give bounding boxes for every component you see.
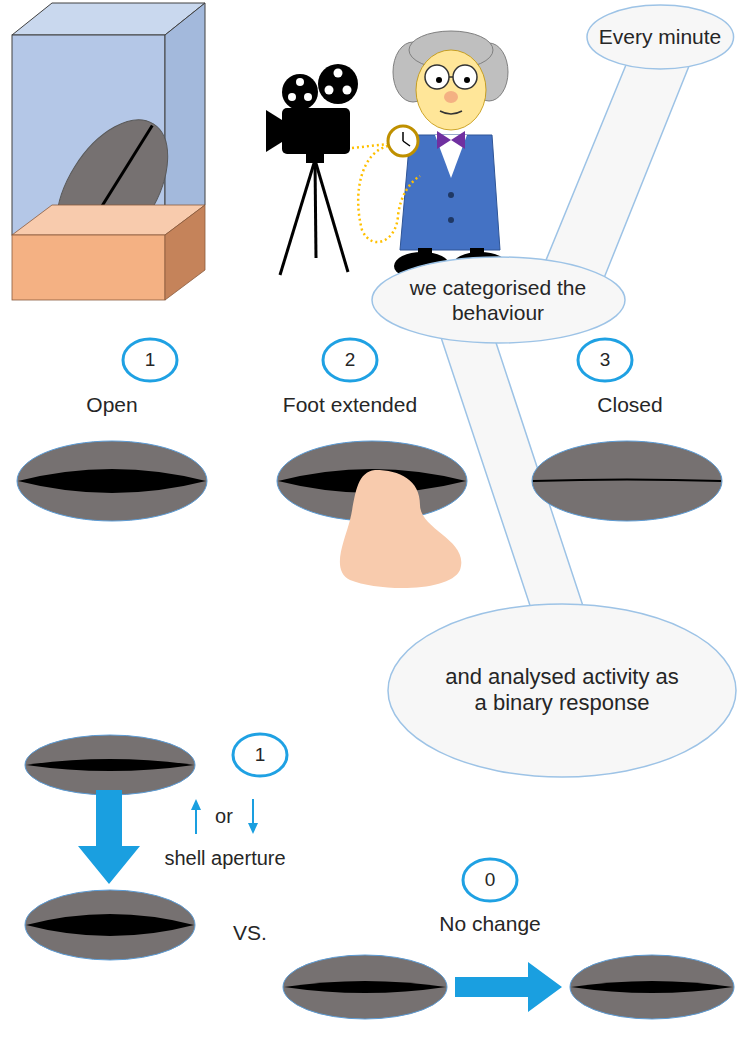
glasses-bridge — [449, 76, 453, 78]
mouth — [440, 111, 462, 114]
category-number: 1 — [121, 337, 179, 383]
no-change — [283, 955, 734, 1019]
shell — [25, 735, 195, 795]
category-label: Closed — [597, 392, 662, 417]
axis-label: shell aperture — [164, 846, 285, 870]
tripod-leg — [280, 160, 315, 275]
speech-bubble: Every minute — [586, 4, 735, 70]
binary-score: 1 — [231, 732, 289, 778]
bubble-outline — [371, 256, 626, 344]
shell — [283, 955, 447, 1019]
reel-hole — [288, 93, 296, 101]
bubble-outline — [388, 604, 736, 777]
shell-gape — [26, 759, 194, 771]
shell — [532, 441, 722, 521]
category-label: Foot extended — [283, 392, 417, 417]
shell-gape — [18, 469, 206, 493]
watch-chain — [358, 146, 420, 242]
reel-hole — [304, 93, 312, 101]
face — [416, 50, 486, 130]
node-text: 0 — [485, 869, 496, 892]
number-ring — [233, 734, 287, 776]
reel-hole — [325, 86, 334, 95]
number-ring — [123, 339, 177, 381]
pocket-watch — [388, 126, 418, 156]
node-text: 2 — [345, 349, 356, 372]
down-arrow — [78, 790, 140, 884]
category-label: No change — [439, 911, 541, 936]
up-arrow-head — [191, 799, 201, 810]
shell-gape — [26, 914, 194, 936]
number-ring — [323, 339, 377, 381]
bubble-outline — [587, 5, 734, 69]
category-number: 2 — [321, 337, 379, 383]
bow-tie — [451, 131, 465, 149]
sand-side — [165, 205, 205, 300]
glasses — [425, 65, 449, 89]
shell — [570, 955, 734, 1019]
node-text: Every minute — [599, 24, 722, 49]
up-arrow — [195, 808, 197, 834]
glasses — [453, 65, 477, 89]
camera-reel — [318, 64, 358, 104]
right-arrow — [455, 962, 562, 1012]
bubble-outline — [372, 257, 625, 343]
comparison-label: VS. — [233, 920, 267, 945]
open-shell — [17, 441, 207, 521]
shell-gape — [571, 981, 733, 993]
nose — [444, 91, 458, 103]
camera-body — [282, 108, 350, 154]
camera-reel — [282, 74, 318, 110]
sand-front — [12, 235, 165, 300]
pupil — [464, 77, 470, 83]
tank-side — [165, 3, 205, 235]
shell — [17, 441, 207, 521]
shell-slit — [533, 480, 721, 482]
node-text: 3 — [600, 349, 611, 372]
number-ring — [578, 339, 632, 381]
down-arrow — [252, 799, 254, 825]
pupil — [436, 77, 442, 83]
watch-hand — [403, 141, 410, 146]
shell-gape — [284, 981, 446, 993]
speech-bubble: and analysed activity as a binary respon… — [387, 603, 737, 778]
node-text: 1 — [145, 349, 156, 372]
watch-hand — [402, 132, 404, 141]
closed-shell — [532, 441, 722, 521]
number-ring — [463, 859, 517, 901]
foot — [340, 470, 461, 588]
foot-shell — [277, 441, 467, 588]
bubble-tail — [545, 63, 690, 278]
node-text: 1 — [255, 744, 266, 767]
binary-score: 0 — [461, 857, 519, 903]
film-camera — [266, 64, 358, 275]
tripod-leg — [315, 160, 348, 272]
node-text: we categorised the behaviour — [402, 275, 594, 325]
category-number: 3 — [576, 337, 634, 383]
speech-bubble: we categorised the behaviour — [371, 256, 626, 344]
reel-hole — [334, 69, 343, 78]
category-label: Open — [86, 392, 137, 417]
aquarium — [12, 3, 205, 300]
button — [448, 192, 454, 198]
down-arrow-head — [248, 823, 258, 834]
node-text: and analysed activity as a binary respon… — [440, 664, 684, 717]
reel-hole — [343, 86, 352, 95]
tripod-leg — [315, 160, 316, 258]
shell — [25, 890, 195, 960]
bow-tie — [437, 131, 451, 149]
button — [448, 217, 454, 223]
connector-word: or — [215, 804, 233, 828]
camera-lens — [266, 110, 282, 152]
reel-hole — [296, 78, 304, 86]
